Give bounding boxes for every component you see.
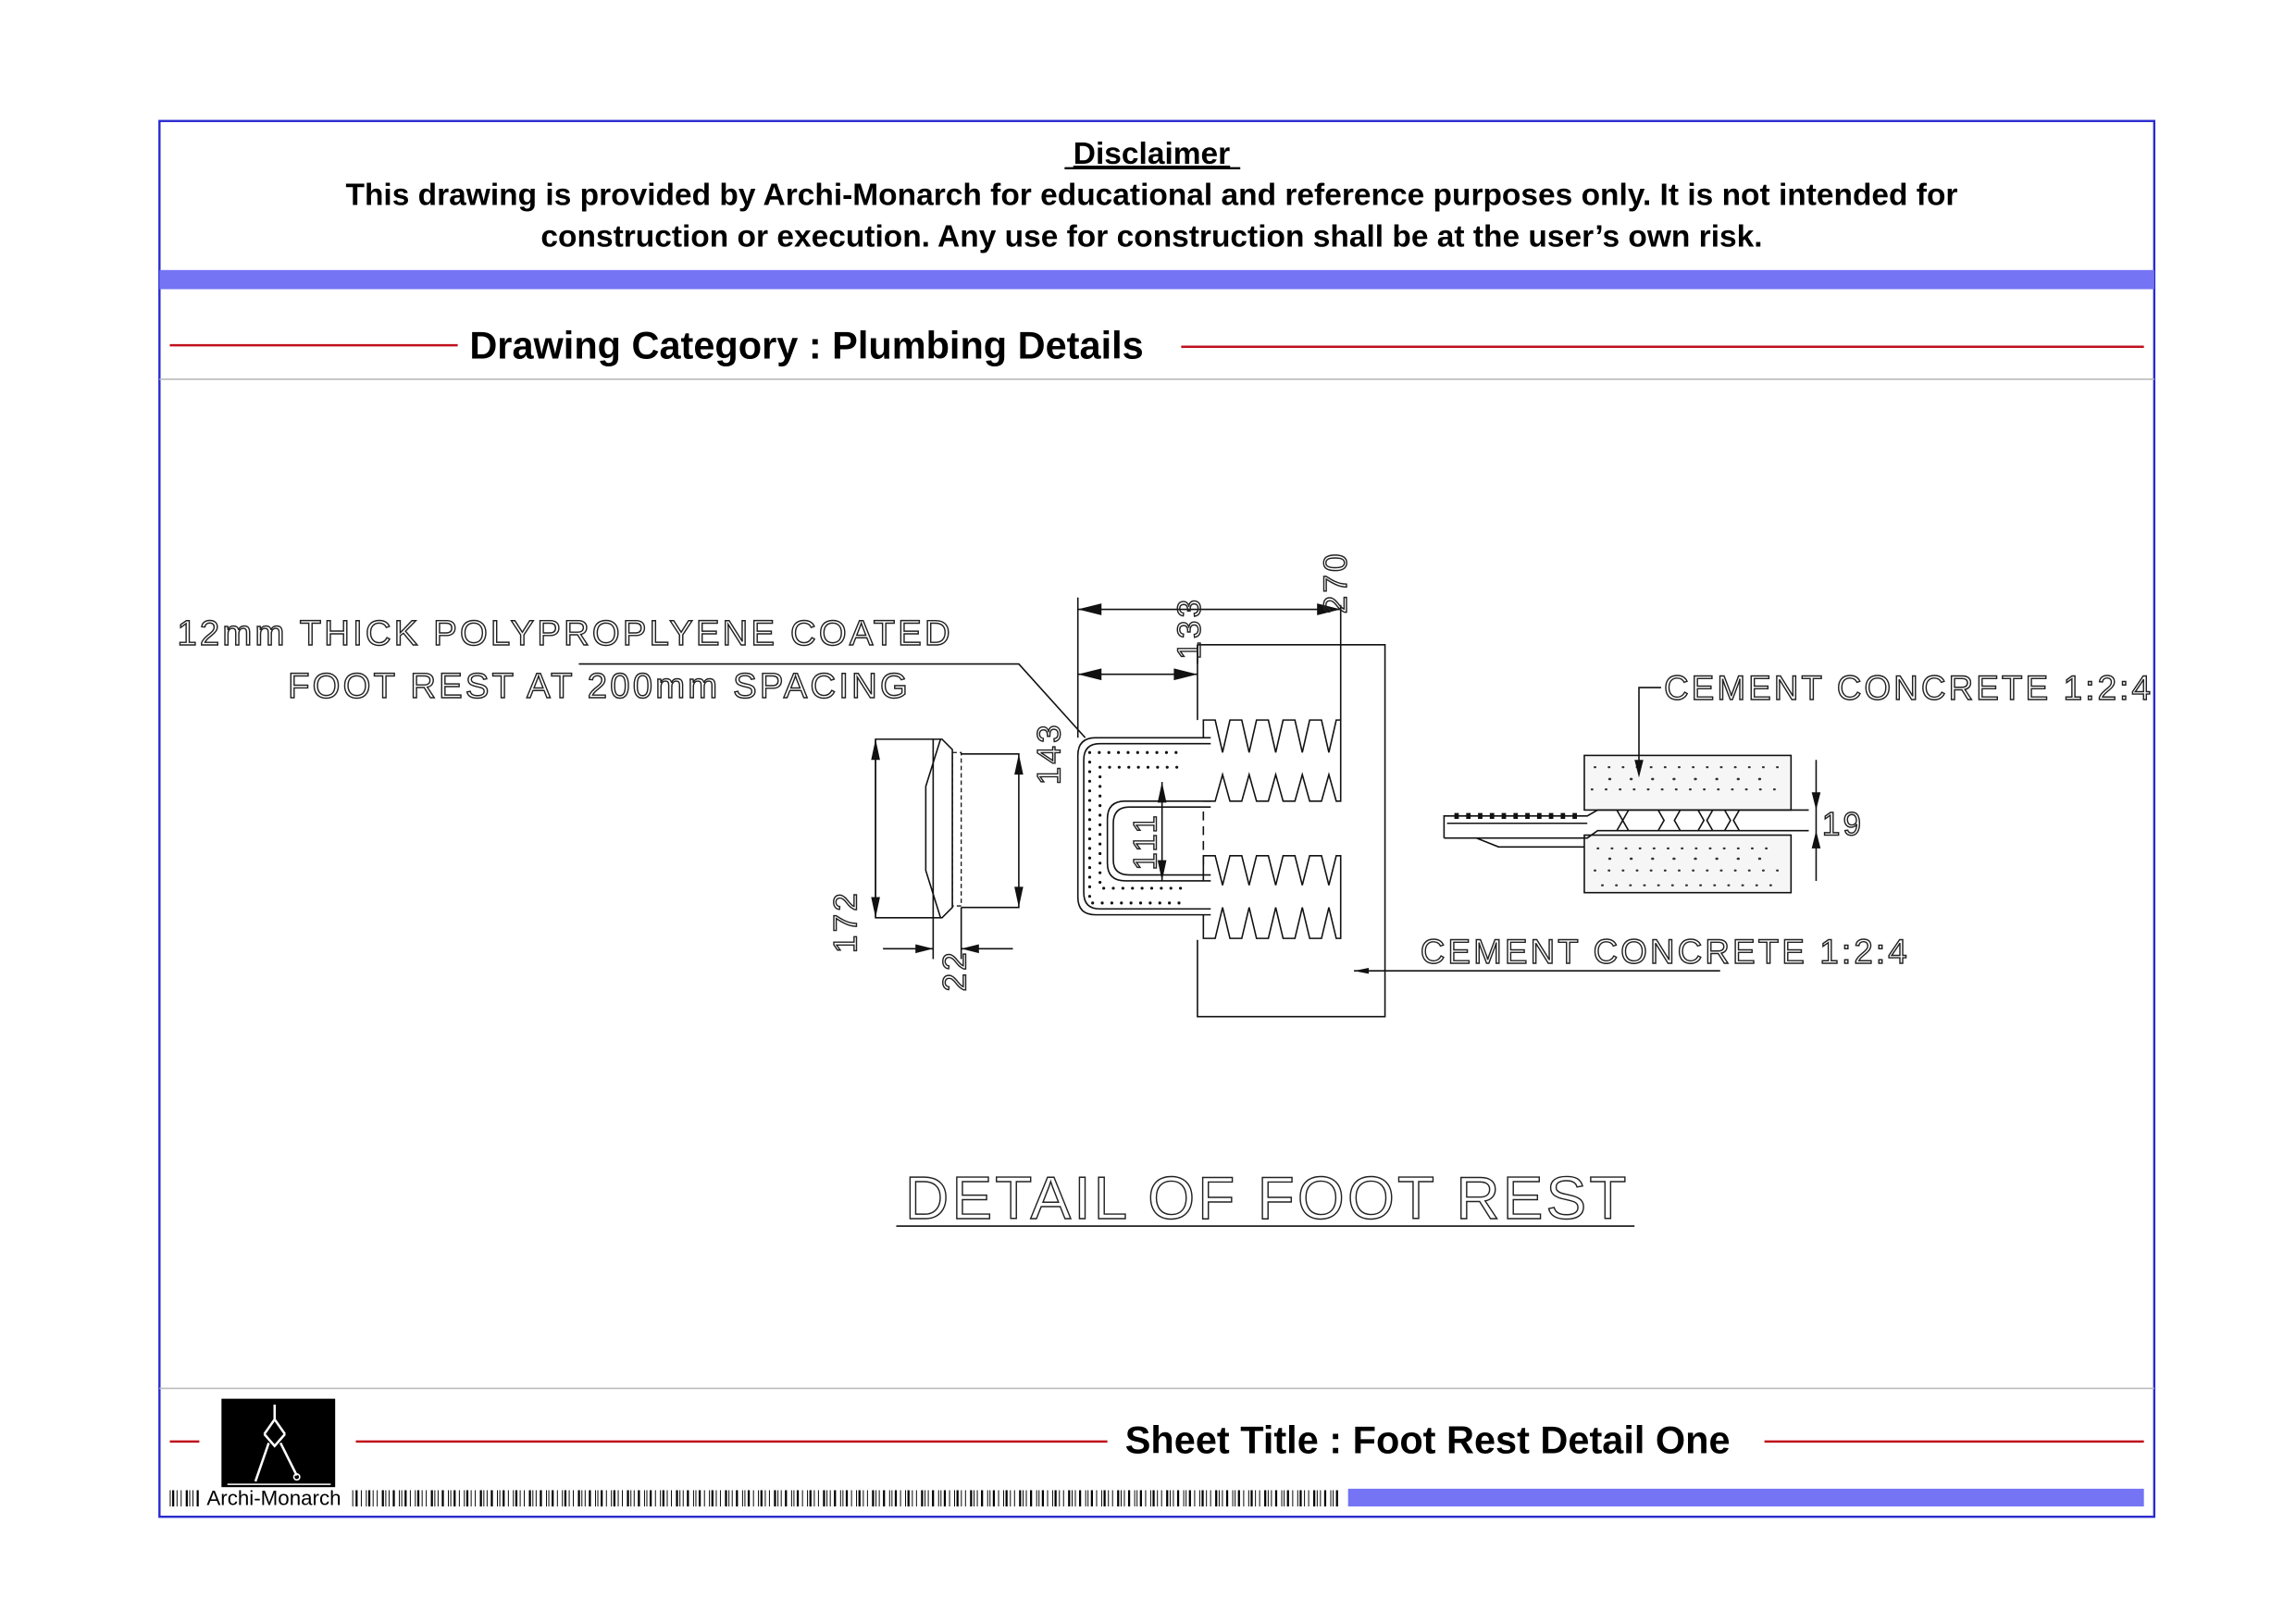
- dim-19: 19: [1822, 807, 1864, 843]
- fixing-detail: 19 CEMENT CONCRETE 1:2:4 CEMENT CONCRETE…: [1354, 668, 2153, 974]
- dim-22: 22: [937, 949, 973, 991]
- archi-monarch-logo: [221, 1398, 336, 1488]
- foot-rest-detail: 12mm THICK POLYPROPLYENE COATED FOOT RES…: [177, 551, 2153, 1233]
- sheet-title: Sheet Title : Foot Rest Detail One: [1125, 1419, 1731, 1462]
- dim-172: 172: [827, 890, 863, 953]
- disclaimer-line-1: This drawing is provided by Archi-Monarc…: [346, 179, 1958, 213]
- brand-name: Archi-Monarch: [206, 1486, 341, 1509]
- dim-133: 133: [1172, 597, 1208, 660]
- sheet-frame: [158, 119, 2156, 1518]
- side-view: 172 22: [827, 738, 1024, 992]
- leader-line: [578, 663, 1086, 738]
- label-foot-rest-spacing: FOOT REST AT 200mm SPACING: [288, 666, 911, 706]
- disclaimer-band: [159, 269, 2154, 290]
- label-cement-concrete-bottom: CEMENT CONCRETE 1:2:4: [1421, 933, 1910, 971]
- footer-band: [1347, 1488, 2144, 1507]
- section-view: 270 133 143 111: [1031, 551, 1386, 1018]
- disclaimer-line-2: construction or execution. Any use for c…: [540, 219, 1762, 254]
- dim-143: 143: [1032, 722, 1068, 785]
- dim-111: 111: [1127, 812, 1163, 871]
- drawing-category: Drawing Category : Plumbing Details: [469, 323, 1143, 366]
- disclaimer-title: Disclaimer: [1074, 137, 1230, 171]
- dim-270: 270: [1318, 551, 1354, 613]
- drawing-title: DETAIL OF FOOT REST: [905, 1164, 1629, 1232]
- label-polypropylene: 12mm THICK POLYPROPLYENE COATED: [177, 613, 952, 653]
- label-cement-concrete-top: CEMENT CONCRETE 1:2:4: [1664, 669, 2153, 707]
